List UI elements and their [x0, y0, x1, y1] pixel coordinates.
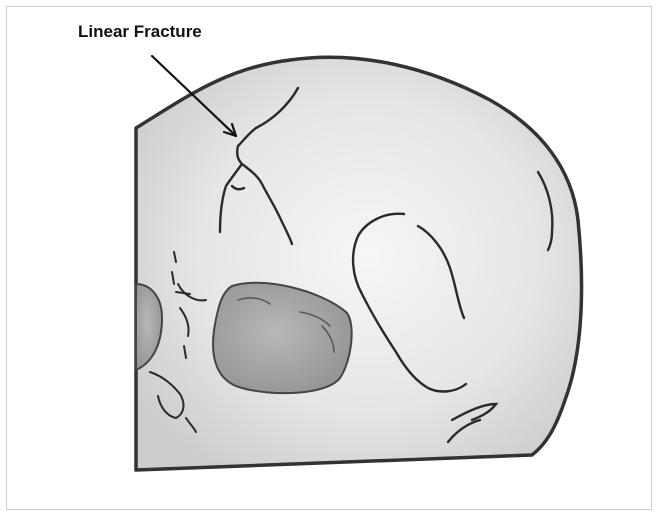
skull-outline [136, 57, 582, 470]
fracture-label: Linear Fracture [78, 22, 202, 42]
